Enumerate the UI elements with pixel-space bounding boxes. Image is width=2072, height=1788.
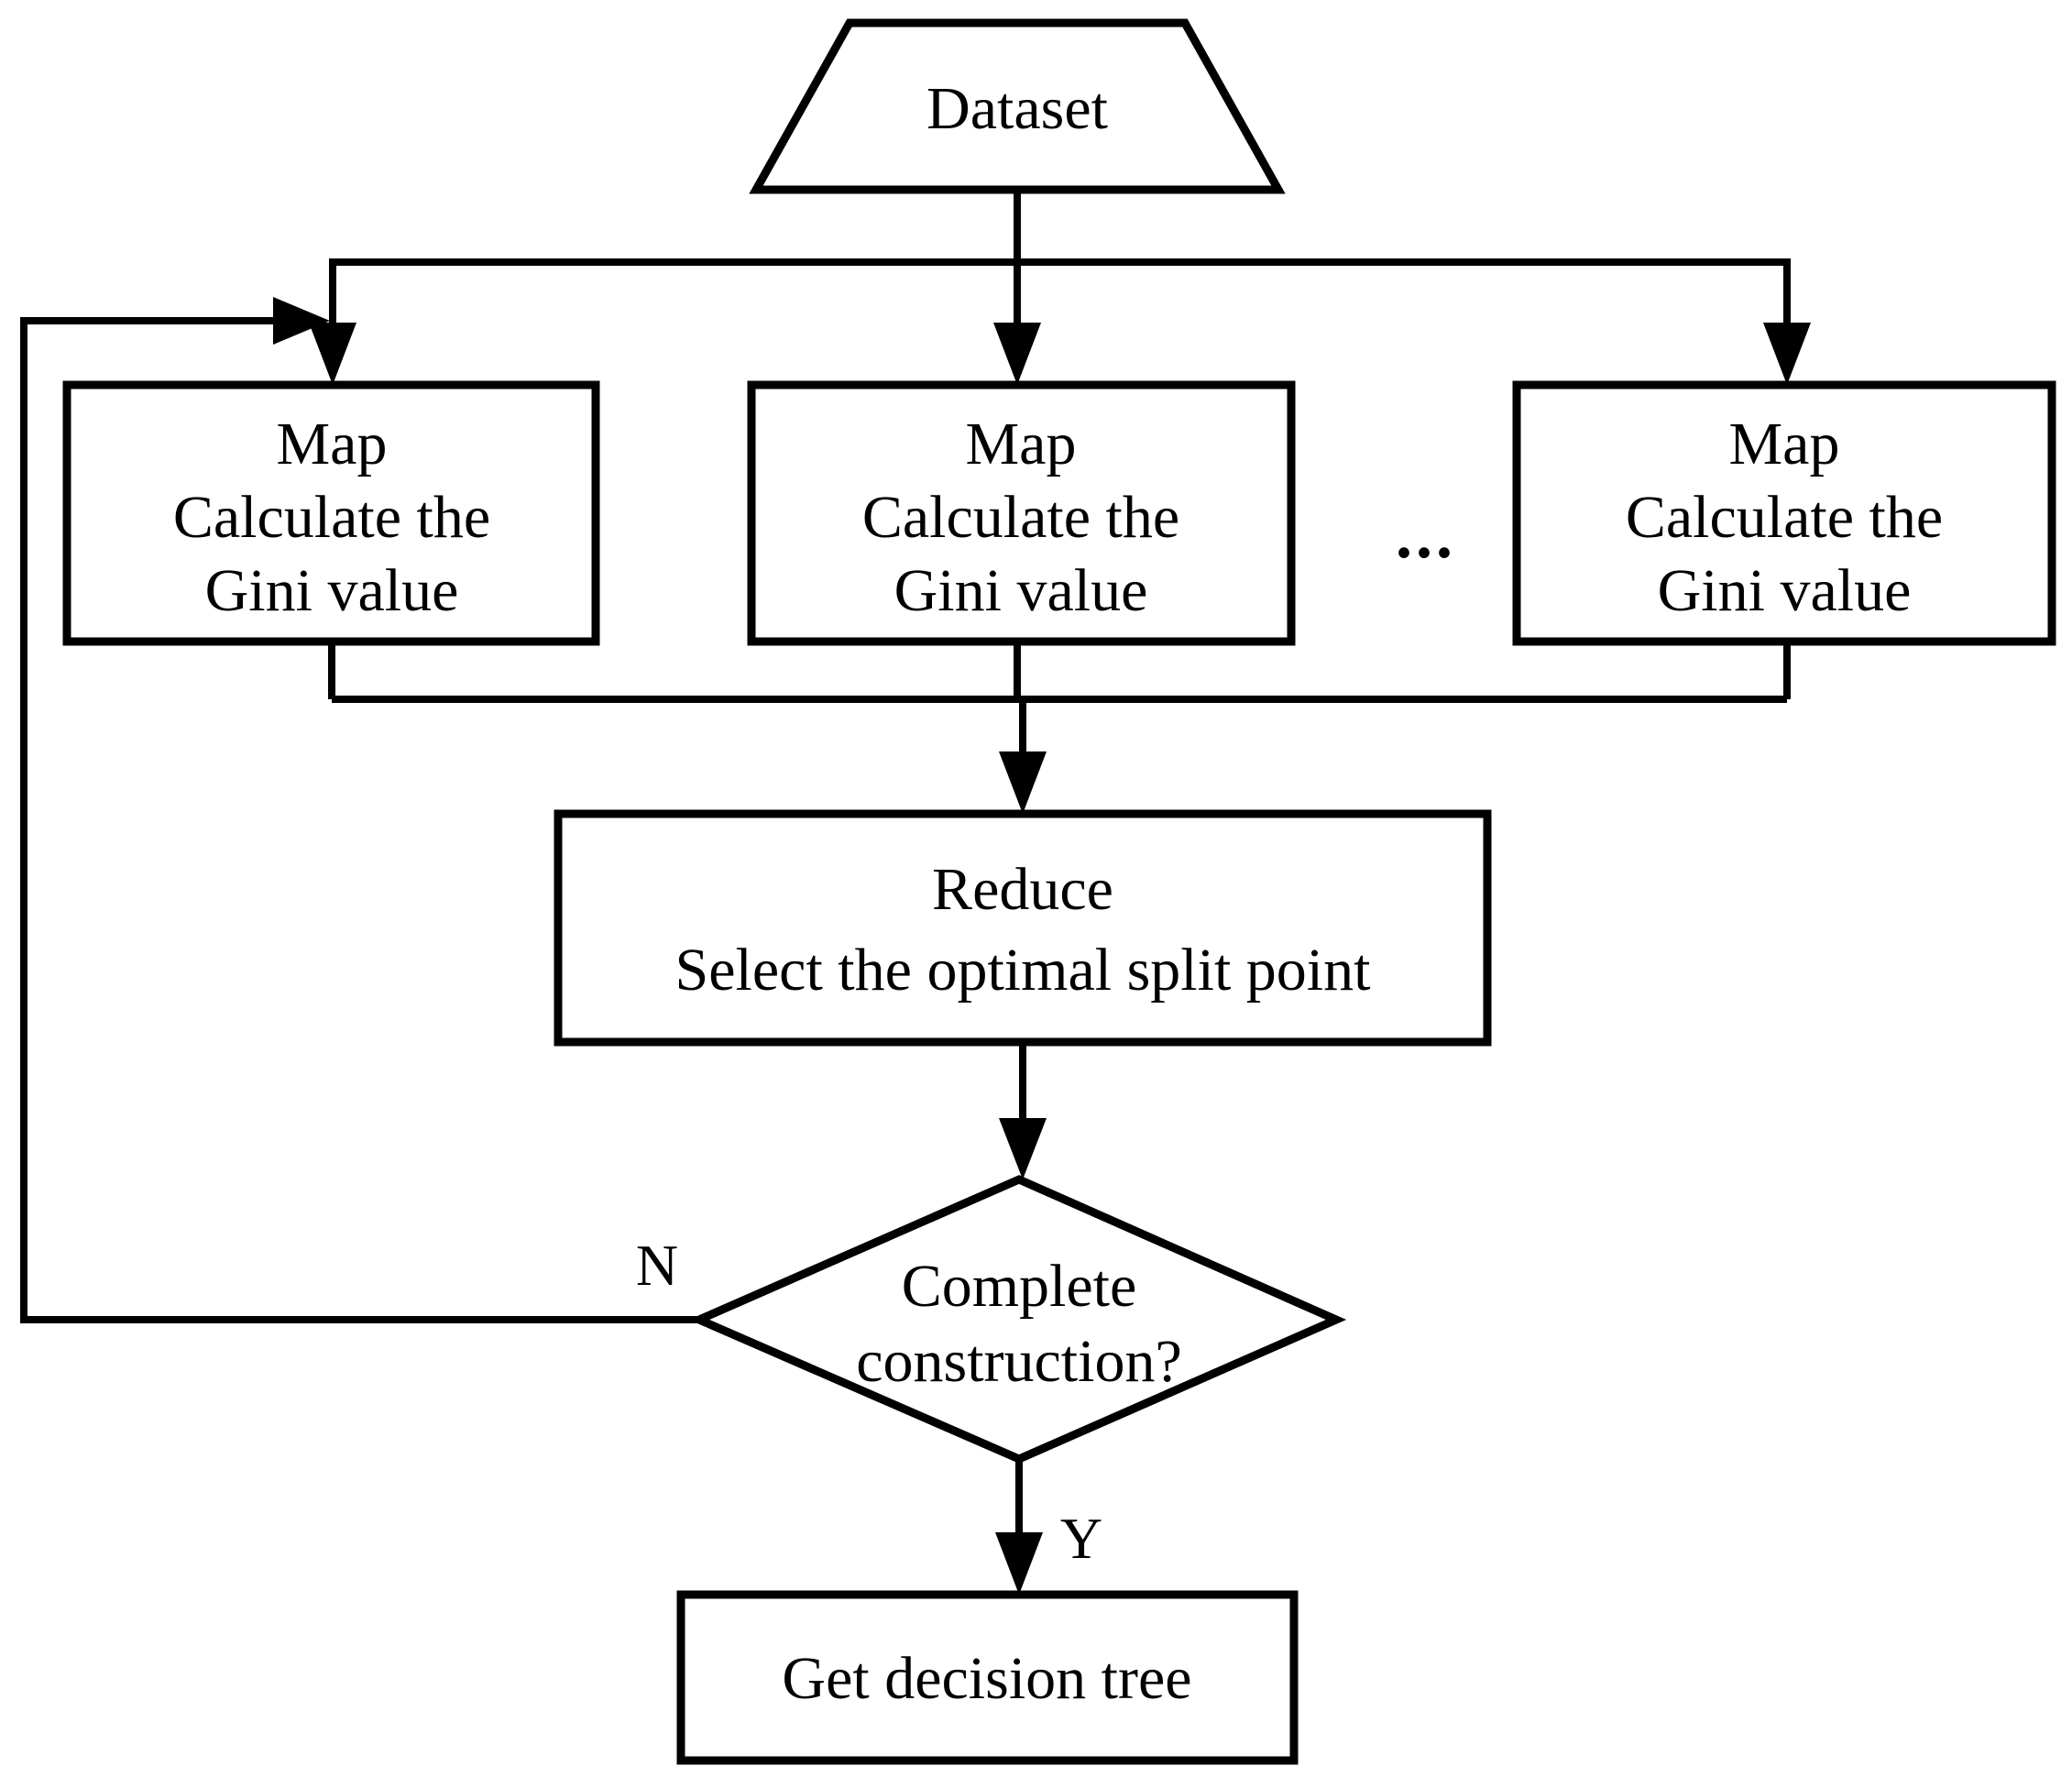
map-node-2-line-1: Map	[966, 411, 1077, 477]
map-node-1-line-2: Calculate the	[173, 484, 490, 551]
arrowhead-loop-into-map1-icon	[273, 297, 330, 345]
dataset-parallelogram	[749, 18, 1286, 194]
reduce-node-line-1: Reduce	[932, 856, 1113, 923]
decision-node-line-2: construction?	[856, 1328, 1182, 1395]
arrowhead-into-result-icon	[995, 1532, 1043, 1595]
result-node-box	[676, 1590, 1299, 1765]
map-node-2-line-2: Calculate the	[862, 484, 1179, 551]
map-node-3: Map Calculate the Gini value	[1512, 380, 2056, 646]
map-node-1-line-3: Gini value	[205, 557, 459, 624]
arrowhead-into-map1-icon	[309, 323, 356, 385]
map-node-2-line-3: Gini value	[894, 557, 1148, 624]
map-node-3-line-2: Calculate the	[1626, 484, 1943, 551]
map-node-3-line-1: Map	[1729, 411, 1840, 477]
result-node-label: Get decision tree	[782, 1645, 1191, 1712]
no-branch-label: N	[636, 1233, 678, 1298]
map-node-1-line-1: Map	[277, 411, 388, 477]
arrowhead-into-decision-icon	[999, 1118, 1047, 1179]
result-node: Get decision tree	[676, 1590, 1299, 1765]
map-node-2: Map Calculate the Gini value	[747, 380, 1296, 646]
edge-loop-back	[20, 317, 699, 1323]
arrowhead-into-map2-icon	[993, 323, 1041, 385]
connectors	[20, 190, 1811, 1595]
reduce-node-line-2: Select the optimal split point	[675, 937, 1371, 1004]
map-node-1-box	[62, 380, 600, 646]
map-node-1: Map Calculate the Gini value	[62, 380, 600, 646]
map-node-3-line-3: Gini value	[1658, 557, 1912, 624]
reduce-node-box	[554, 809, 1492, 1047]
dataset-node: Dataset	[749, 18, 1286, 194]
arrowhead-into-reduce-icon	[999, 751, 1047, 814]
yes-branch-label: Y	[1060, 1506, 1102, 1571]
decision-node: Complete construction?	[688, 1175, 1347, 1464]
reduce-node: Reduce Select the optimal split point	[554, 809, 1492, 1047]
map-node-3-box	[1512, 380, 2056, 646]
dataset-label: Dataset	[926, 75, 1108, 142]
decision-node-line-1: Complete	[902, 1253, 1137, 1320]
map-node-2-box	[747, 380, 1296, 646]
ellipsis-label: ...	[1396, 499, 1456, 572]
arrowhead-into-map3-icon	[1763, 323, 1811, 385]
decision-diamond	[688, 1175, 1347, 1464]
